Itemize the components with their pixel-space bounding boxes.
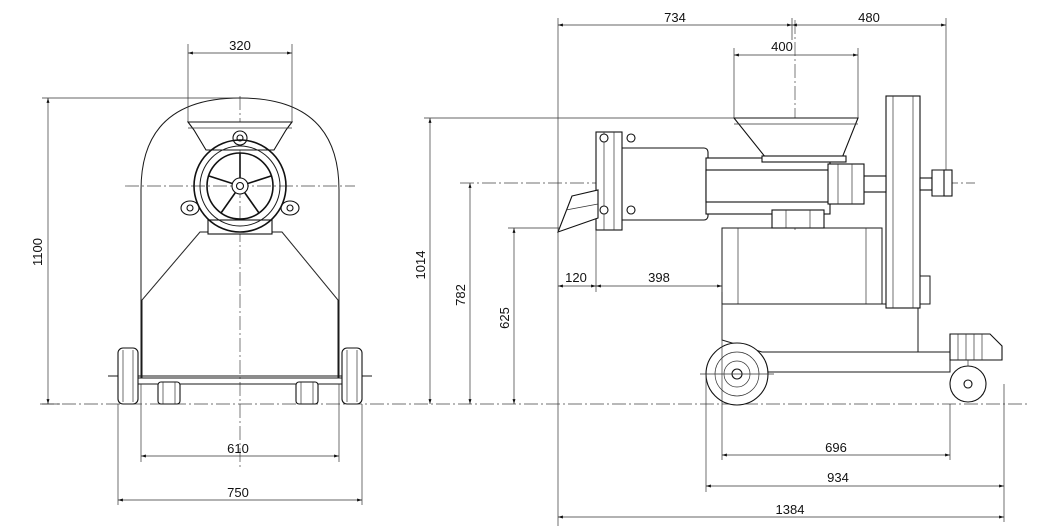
front-wheel-right xyxy=(341,347,363,405)
dim-side-top-left: 734 xyxy=(664,10,686,25)
dim-front-wheel-outer: 750 xyxy=(227,485,249,500)
side-shaft xyxy=(861,175,887,193)
side-flywheel xyxy=(885,95,921,309)
dim-side-hopper-width: 400 xyxy=(771,39,793,54)
dim-side-total-length: 1384 xyxy=(776,502,805,517)
dim-front-total-height: 1100 xyxy=(30,238,45,266)
front-wheel-left xyxy=(117,347,139,405)
side-support xyxy=(771,209,825,229)
dim-side-axis-height: 782 xyxy=(453,284,468,306)
side-caster-bracket xyxy=(949,333,1003,361)
dim-side-outlet-to-body: 398 xyxy=(648,270,670,285)
side-barrel-end xyxy=(827,163,865,205)
side-bolt-bottom-right xyxy=(626,205,636,215)
dim-side-cart-length: 696 xyxy=(825,440,847,455)
dim-front-wheel-inner: 610 xyxy=(227,441,249,456)
front-view xyxy=(108,96,372,470)
side-front-flange xyxy=(595,131,623,231)
side-bolt-bottom-left xyxy=(599,205,609,215)
front-caster-right xyxy=(295,381,319,405)
front-grinder-ring xyxy=(199,145,281,227)
side-view xyxy=(460,20,1003,406)
dim-side-wheelbase: 934 xyxy=(827,470,849,485)
side-dimensions: 734 480 400 1014 782 625 120 398 696 xyxy=(413,10,1005,526)
front-dimensions: 320 1100 610 750 xyxy=(30,38,363,505)
dim-front-hopper-width: 320 xyxy=(229,38,251,53)
side-bolt-top-left xyxy=(599,133,609,143)
dim-side-outlet-height: 625 xyxy=(497,307,512,329)
front-cover xyxy=(140,97,340,378)
dim-side-outlet-offset: 120 xyxy=(565,270,587,285)
side-cart-body xyxy=(721,227,883,305)
side-discharge-chute xyxy=(557,189,599,233)
front-caster-left xyxy=(157,381,181,405)
front-neck xyxy=(207,219,273,235)
dim-side-top-right: 480 xyxy=(858,10,880,25)
front-grinder-outer xyxy=(193,139,287,233)
side-bolt-top-right xyxy=(626,133,636,143)
dim-side-hopper-height: 1014 xyxy=(413,251,428,280)
